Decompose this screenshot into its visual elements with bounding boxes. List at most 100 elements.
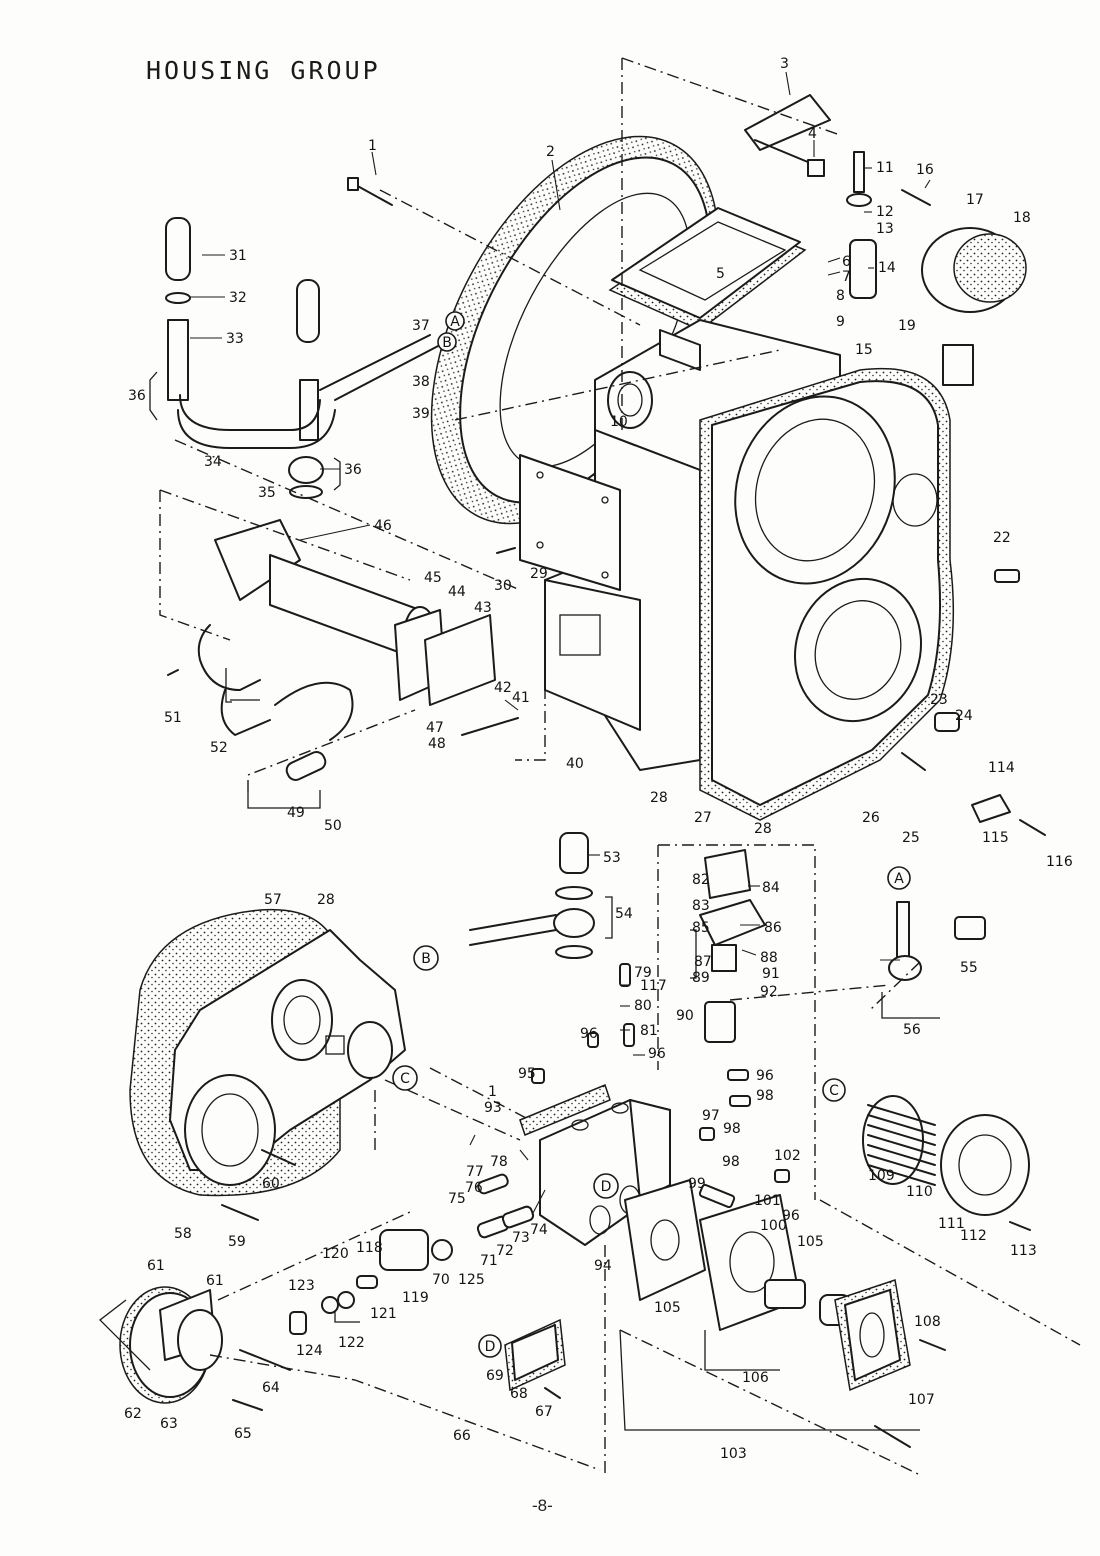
callout-label: 98: [723, 1121, 741, 1137]
callout-label: 11: [876, 160, 894, 176]
oil-filler-pipe-group: [165, 217, 441, 499]
callout-label: 96: [782, 1208, 800, 1224]
callout-label: 91: [762, 966, 780, 982]
rear-housing: [699, 367, 955, 821]
governor-linkage: [699, 849, 766, 1043]
banjo-fitting: [469, 832, 986, 981]
callout-label: 1: [488, 1084, 497, 1100]
callout-label: 87: [694, 954, 712, 970]
bolts-and-fasteners: [167, 177, 1046, 1448]
callout-label: 77: [466, 1164, 484, 1180]
oil-pump-assembly: [624, 1179, 911, 1392]
callout-label: 85: [692, 920, 710, 936]
callout-label: 99: [688, 1176, 706, 1192]
ref-marker-letter: D: [601, 1179, 612, 1195]
callout-label: 39: [412, 406, 430, 422]
callout-label: 122: [338, 1335, 365, 1351]
valve-cover-gasket: [504, 1318, 566, 1392]
spring-cylinder: [862, 1095, 1030, 1216]
callout-label: 96: [648, 1046, 666, 1062]
callout-label: 70: [432, 1272, 450, 1288]
callout-label: 51: [164, 710, 182, 726]
callout-label: 101: [754, 1193, 781, 1209]
callout-label: 8: [836, 288, 845, 304]
callout-label: 98: [756, 1088, 774, 1104]
callout-label: 105: [654, 1300, 681, 1316]
callout-label: 60: [262, 1176, 280, 1192]
callout-label: 66: [453, 1428, 471, 1444]
callout-label: 35: [258, 485, 276, 501]
callout-label: 13: [876, 221, 894, 237]
callout-label: 24: [955, 708, 973, 724]
callout-label: 107: [908, 1392, 935, 1408]
ref-marker-circle: [413, 945, 439, 971]
callout-label: 50: [324, 818, 342, 834]
breather-assembly: [846, 151, 877, 299]
callout-label: 84: [762, 880, 780, 896]
callout-label: 32: [229, 290, 247, 306]
callout-label: 45: [424, 570, 442, 586]
callout-label: 96: [756, 1068, 774, 1084]
callout-label: 120: [322, 1246, 349, 1262]
rear-cover-plate: [129, 908, 406, 1197]
callout-label: 36: [344, 462, 362, 478]
ref-marker-circle: [478, 1334, 502, 1358]
callout-label: 73: [512, 1230, 530, 1246]
callout-labels: 1 2 3 4 5 6 7 8 9 10 11 12 13 14 15 16 1…: [124, 56, 1073, 1462]
callout-label: 78: [490, 1154, 508, 1170]
callout-label: 118: [356, 1240, 383, 1256]
callout-label: 5: [716, 266, 725, 282]
callout-label: 43: [474, 600, 492, 616]
callout-label: 68: [510, 1386, 528, 1402]
callout-label: 28: [650, 790, 668, 806]
callout-label: 67: [535, 1404, 553, 1420]
ref-marker-circle: [887, 866, 911, 890]
callout-label: 81: [640, 1023, 658, 1039]
callout-label: 75: [448, 1191, 466, 1207]
callout-label: 112: [960, 1228, 987, 1244]
callout-leader-lines: [190, 71, 931, 1216]
callout-label: 31: [229, 248, 247, 264]
callout-label: 80: [634, 998, 652, 1014]
ref-marker-letter: C: [829, 1083, 839, 1099]
page-number: -8-: [532, 1496, 553, 1515]
callout-label: 90: [676, 1008, 694, 1024]
callout-label: 61: [206, 1273, 224, 1289]
callout-label: 30: [494, 578, 512, 594]
callout-label: 6: [842, 254, 851, 270]
callout-label: 18: [1013, 210, 1031, 226]
callout-label: 36: [128, 388, 146, 404]
callout-label: 1: [368, 138, 377, 154]
control-shaft-assembly: [197, 519, 519, 781]
callout-label: 53: [603, 850, 621, 866]
ref-marker-letter: D: [485, 1339, 496, 1355]
callout-label: 38: [412, 374, 430, 390]
ref-marker-letter: B: [442, 335, 452, 351]
callout-label: 26: [862, 810, 880, 826]
callout-label: 110: [906, 1184, 933, 1200]
callout-label: 92: [760, 984, 778, 1000]
callout-label: 86: [764, 920, 782, 936]
callout-label: 117: [640, 978, 667, 994]
callout-label: 19: [898, 318, 916, 334]
callout-label: 119: [402, 1290, 429, 1306]
callout-label: 4: [808, 126, 817, 142]
callout-label: 25: [902, 830, 920, 846]
callout-label: 28: [317, 892, 335, 908]
callout-label: 46: [374, 518, 392, 534]
callout-label: 58: [174, 1226, 192, 1242]
callout-label: 27: [694, 810, 712, 826]
callout-label: 103: [720, 1446, 747, 1462]
pump-flange: [119, 1286, 223, 1404]
callout-label: 40: [566, 756, 584, 772]
page-title: HOUSING GROUP: [146, 56, 381, 85]
ref-marker-letter: A: [894, 871, 904, 887]
callout-label: 98: [722, 1154, 740, 1170]
callout-label: 102: [774, 1148, 801, 1164]
callout-label: 106: [742, 1370, 769, 1386]
callout-label: 62: [124, 1406, 142, 1422]
callout-label: 42: [494, 680, 512, 696]
callout-label: 89: [692, 970, 710, 986]
callout-label: 28: [754, 821, 772, 837]
callout-label: 44: [448, 584, 466, 600]
